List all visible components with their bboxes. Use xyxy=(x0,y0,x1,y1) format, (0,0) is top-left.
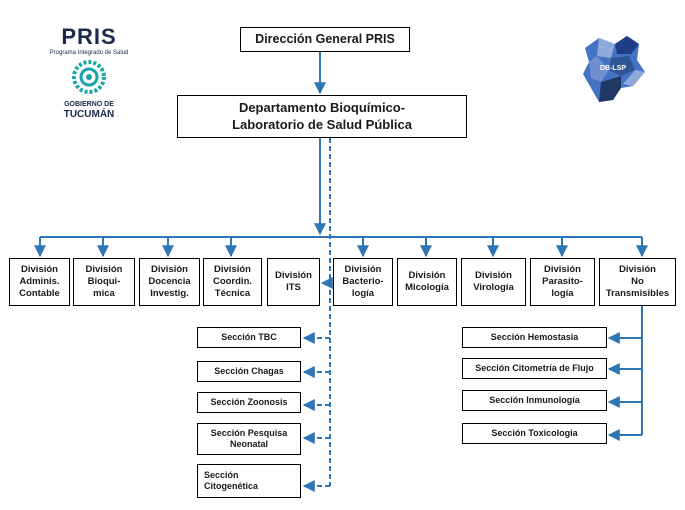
section-box-hemostasia: Sección Hemostasia xyxy=(462,327,607,348)
division-label: Parasito- xyxy=(542,276,583,288)
government-emblem-icon xyxy=(72,60,106,94)
division-label: mica xyxy=(93,287,115,299)
division-label: No xyxy=(631,276,644,288)
division-label: Investig. xyxy=(150,287,189,299)
division-box-bacteriologia: División Bacterio- logía xyxy=(333,258,393,306)
section-label: Sección Inmunología xyxy=(489,394,580,405)
division-box-adminis-contable: División Adminis. Contable xyxy=(9,258,70,306)
division-box-docencia: División Docencia Investig. xyxy=(139,258,200,306)
division-box-micologia: División Micología xyxy=(397,258,457,306)
division-label: División xyxy=(619,264,656,276)
division-label: División xyxy=(151,264,188,276)
division-label: División xyxy=(85,264,123,276)
division-label: Coordin. xyxy=(212,276,253,288)
division-label: logía xyxy=(351,287,375,299)
section-label: Neonatal xyxy=(229,439,268,449)
government-line1: GOBIERNO DE xyxy=(64,101,114,108)
department-box: Departamento Bioquímico- Laboratorio de … xyxy=(177,95,467,138)
section-box-chagas: Sección Chagas xyxy=(197,361,301,382)
division-label: Transmisibles xyxy=(605,287,670,299)
section-box-zoonosis: Sección Zoonosis xyxy=(197,392,301,413)
division-box-parasitologia: División Parasito- logía xyxy=(530,258,595,306)
division-box-no-transmisibles: División No Transmisibles xyxy=(599,258,676,306)
division-label: División xyxy=(214,264,251,276)
pris-logo: PRIS Programa Integrado de Salud GOBIERN… xyxy=(34,25,144,125)
department-line1: Departamento Bioquímico- xyxy=(238,100,406,116)
direccion-general-label: Dirección General PRIS xyxy=(255,31,395,46)
pris-logo-title: PRIS xyxy=(61,24,117,49)
pris-logo-subtitle: Programa Integrado de Salud xyxy=(49,50,129,56)
section-label: Sección Zoonosis xyxy=(210,396,288,407)
division-label: Virología xyxy=(473,282,514,293)
department-line2: Laboratorio de Salud Pública xyxy=(232,116,412,132)
division-box-virologia: División Virología xyxy=(461,258,526,306)
division-label: Bioqui- xyxy=(87,276,121,288)
division-label: Adminis. xyxy=(19,276,60,288)
division-label: División xyxy=(544,264,581,276)
division-label: Técnica xyxy=(214,287,251,299)
section-box-pesquisa-neonatal: Sección Pesquisa Neonatal xyxy=(197,423,301,455)
section-box-tbc: Sección TBC xyxy=(197,327,301,348)
division-box-its: División ITS xyxy=(267,258,320,306)
division-label: logía xyxy=(551,287,574,299)
section-label: Sección Citometría de Flujo xyxy=(475,362,594,373)
division-label: Contable xyxy=(19,287,60,299)
section-label: Citogenética xyxy=(204,481,259,491)
db-lsp-logo-text: DB-LSP xyxy=(600,65,626,72)
government-line2: TUCUMÁN xyxy=(63,109,115,120)
section-label: Sección xyxy=(204,469,239,480)
section-label: Sección Toxicologia xyxy=(491,427,578,438)
division-label: División xyxy=(344,264,382,276)
province-map-icon: DB-LSP xyxy=(583,36,645,102)
division-label: División xyxy=(21,264,58,276)
section-label: Sección Chagas xyxy=(214,365,284,376)
section-label: Sección Pesquisa xyxy=(210,427,288,438)
division-label: Micología xyxy=(405,282,449,293)
section-label: Sección Hemostasia xyxy=(490,331,579,342)
division-label: ITS xyxy=(286,282,301,293)
division-label: División xyxy=(408,270,446,282)
section-box-citogenetica: Sección Citogenética xyxy=(197,464,301,498)
division-label: División xyxy=(475,270,512,282)
section-label: Sección TBC xyxy=(221,331,277,342)
division-box-bioquimica: División Bioqui- mica xyxy=(73,258,135,306)
section-box-inmunologia: Sección Inmunología xyxy=(462,390,607,411)
division-box-coordin-tecnica: División Coordin. Técnica xyxy=(203,258,262,306)
direccion-general-box: Dirección General PRIS xyxy=(240,27,410,52)
section-box-citometria-de-flujo: Sección Citometría de Flujo xyxy=(462,358,607,379)
section-box-toxicologia: Sección Toxicologia xyxy=(462,423,607,444)
division-label: Bacterio- xyxy=(342,276,384,288)
division-label: Docencia xyxy=(148,276,191,288)
db-lsp-logo: DB-LSP xyxy=(575,30,651,106)
division-label: División xyxy=(275,270,312,282)
